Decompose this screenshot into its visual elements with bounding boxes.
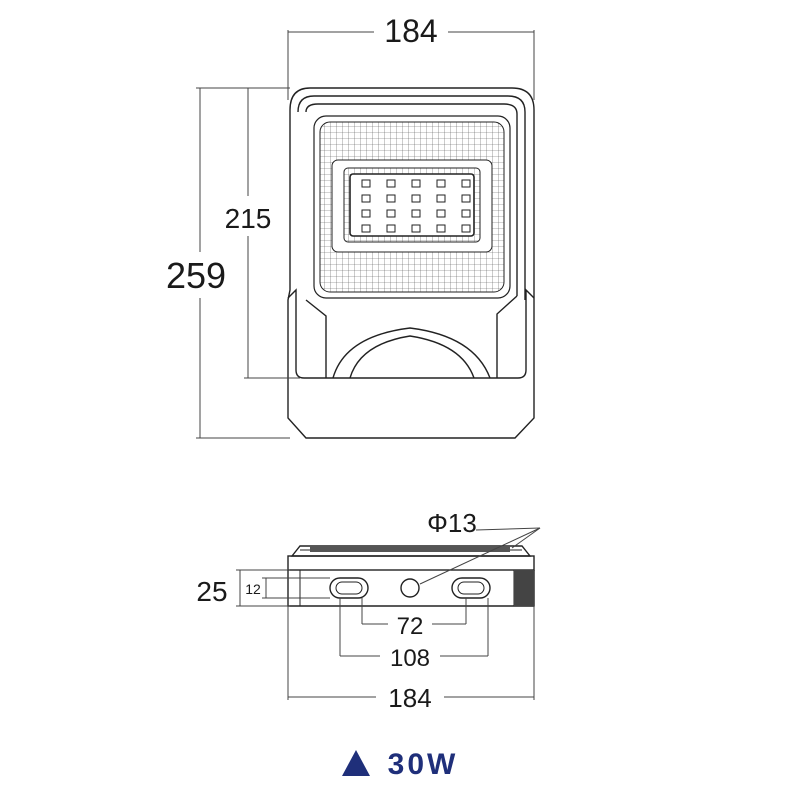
led-chip: [436, 179, 446, 188]
cable-hole: [400, 578, 420, 598]
led-chip: [361, 179, 371, 188]
led-array: [361, 179, 471, 233]
led-chip: [386, 224, 396, 233]
led-chip: [361, 209, 371, 218]
housing-outline: [287, 87, 535, 439]
front-width-label: 184: [384, 13, 437, 49]
slot-height-label: 12: [245, 581, 261, 597]
power-label: 30W: [387, 748, 459, 781]
side-width-label: 184: [388, 683, 431, 713]
led-chip: [411, 224, 421, 233]
front-total-height-label: 259: [166, 255, 226, 296]
front-dimensions: [196, 30, 535, 439]
housing-side: [287, 555, 535, 571]
led-chip: [386, 209, 396, 218]
led-chip: [411, 209, 421, 218]
slot-outer-label: 108: [390, 645, 430, 672]
led-chip: [436, 209, 446, 218]
side-dimensions: [236, 527, 541, 700]
mounting-slot-left: [329, 577, 369, 599]
led-chip: [361, 194, 371, 203]
led-chip: [461, 224, 471, 233]
mounting-slot-right: [451, 577, 491, 599]
led-chip: [386, 194, 396, 203]
led-chip: [361, 224, 371, 233]
front-inner-height-label: 215: [225, 203, 272, 234]
side-view: [287, 545, 535, 607]
led-chip: [461, 194, 471, 203]
led-chip: [436, 194, 446, 203]
model-caption: 30W: [0, 748, 800, 782]
hole-diameter-label: Φ13: [427, 508, 477, 538]
slot-center-label: 72: [397, 613, 424, 640]
triangle-icon: [341, 750, 370, 776]
led-chip: [411, 179, 421, 188]
reflector: [313, 115, 511, 299]
led-chip: [461, 209, 471, 218]
led-board: [349, 173, 475, 237]
bracket-arch: [332, 327, 491, 379]
depth-label: 25: [196, 576, 227, 607]
front-view: [287, 87, 535, 439]
led-chip: [411, 194, 421, 203]
led-chip: [436, 224, 446, 233]
led-chip: [386, 179, 396, 188]
led-chip: [461, 179, 471, 188]
